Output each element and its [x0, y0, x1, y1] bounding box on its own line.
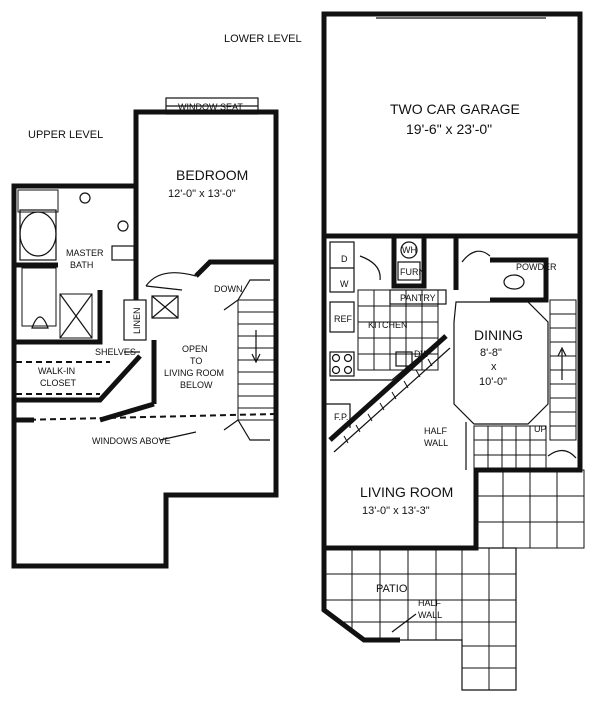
shower-diag-2	[59, 293, 93, 339]
walkin-wall	[14, 354, 142, 403]
open-label-3: LIVING ROOM	[164, 368, 224, 378]
walkin-label-1: WALK-IN	[38, 366, 75, 376]
lower-level-title: LOWER LEVEL	[224, 33, 302, 45]
bedroom-door	[145, 285, 183, 291]
open-label-2: TO	[190, 356, 202, 366]
pantry-label: PANTRY	[400, 293, 436, 303]
peninsula-edge	[333, 347, 451, 453]
dining-x: x	[491, 361, 497, 373]
master-bath-wall	[14, 262, 103, 345]
tub-surround	[19, 209, 57, 261]
powder-label: POWDER	[516, 262, 557, 272]
toilet	[31, 316, 49, 329]
powder-toilet	[503, 274, 525, 290]
bathtub	[19, 211, 57, 257]
burner-4	[343, 365, 353, 375]
shelves-label: SHELVES	[95, 347, 136, 357]
window-seat-label: WINDOW SEAT	[178, 102, 243, 112]
entry-door	[547, 449, 577, 459]
furn-label: FURN	[400, 267, 425, 277]
windows-above-label: WINDOWS ABOVE	[92, 436, 171, 446]
master-bath-label-2: BATH	[70, 260, 93, 270]
open-label-4: BELOW	[180, 380, 213, 390]
upper-stair	[223, 279, 275, 441]
walkin-label-2: CLOSET	[40, 378, 77, 388]
dining-outline	[453, 301, 549, 425]
fp-label: F.P.	[334, 412, 348, 422]
bath-vanity	[111, 245, 135, 261]
laundry-door	[359, 255, 381, 281]
upper-outer-wall	[11, 109, 279, 569]
refrigerator	[329, 301, 355, 333]
dw-label: DW	[414, 349, 429, 359]
half-wall-label-1: HALF	[424, 426, 448, 436]
garage-wall	[321, 11, 583, 236]
patio-label: PATIO	[376, 583, 408, 595]
patio-half-wall	[321, 548, 400, 643]
garage-label: TWO CAR GARAGE	[390, 101, 520, 117]
bedroom-label: BEDROOM	[176, 167, 248, 183]
up-label: UP	[534, 424, 547, 434]
kitchen-label: KITCHEN	[368, 320, 408, 330]
burner-2	[343, 353, 353, 363]
bath-fixture	[79, 192, 91, 204]
linen-label: LINEN	[132, 307, 142, 334]
powder-wall	[490, 257, 549, 303]
washer-label: W	[340, 279, 349, 289]
open-area-rail	[99, 340, 157, 423]
upper-level-plan: WINDOW SEAT BEDROOM 12'-0" x 13'-0" MAST…	[11, 97, 279, 569]
front-walk-tile	[475, 469, 585, 549]
bedroom-size: 12'-0" x 13'-0"	[168, 188, 236, 200]
dryer-washer	[329, 241, 355, 293]
patio-half-wall-label-1: HALF	[418, 598, 442, 608]
kitchen-sink	[395, 351, 413, 367]
utility-wall	[391, 236, 459, 290]
lower-level-plan: TWO CAR GARAGE 19'-6" x 23'-0" D W WH FU…	[321, 11, 585, 691]
dining-size-1: 8'-8"	[480, 347, 502, 359]
dining-size-2: 10'-0"	[479, 376, 507, 388]
linen-closet	[123, 299, 147, 341]
open-label-1: OPEN	[182, 344, 208, 354]
entry-tile	[473, 425, 547, 471]
upper-level-title: UPPER LEVEL	[28, 129, 103, 141]
bedroom-door-swing	[145, 272, 197, 287]
fireplace	[326, 403, 351, 428]
half-wall-label-2: WALL	[424, 438, 448, 448]
garage-size: 19'-6" x 23'-0"	[406, 121, 492, 137]
burner-3	[331, 365, 341, 375]
master-bath-label-1: MASTER	[66, 248, 104, 258]
windows-above-line	[19, 413, 275, 421]
bedroom-lower-wall	[133, 186, 276, 300]
bath-tile-strip	[17, 189, 59, 213]
living-size: 13'-0" x 13'-3"	[362, 505, 430, 517]
peninsula-tile	[343, 358, 433, 444]
hall-box-x2	[151, 295, 179, 319]
powder-door	[461, 250, 491, 263]
wh-label: WH	[402, 245, 417, 255]
lower-outer-wall	[321, 233, 583, 551]
patio-half-wall-arrow	[391, 613, 417, 633]
hall-box	[151, 295, 179, 319]
windows-above-arrow	[159, 431, 197, 441]
bath-tile-area	[21, 267, 57, 327]
living-label: LIVING ROOM	[360, 484, 453, 500]
ref-label: REF	[334, 314, 353, 324]
kitchen-peninsula	[328, 334, 448, 442]
lower-stair	[549, 299, 577, 441]
dining-label: DINING	[474, 327, 523, 343]
bath-sink	[117, 220, 129, 232]
patio-half-wall-label-2: WALL	[418, 610, 442, 620]
range	[329, 351, 355, 377]
furnace	[397, 261, 421, 281]
water-heater	[400, 241, 418, 259]
burner-1	[331, 353, 341, 363]
shower	[59, 293, 93, 339]
dryer-label: D	[341, 254, 348, 264]
down-label: DOWN	[214, 284, 243, 294]
